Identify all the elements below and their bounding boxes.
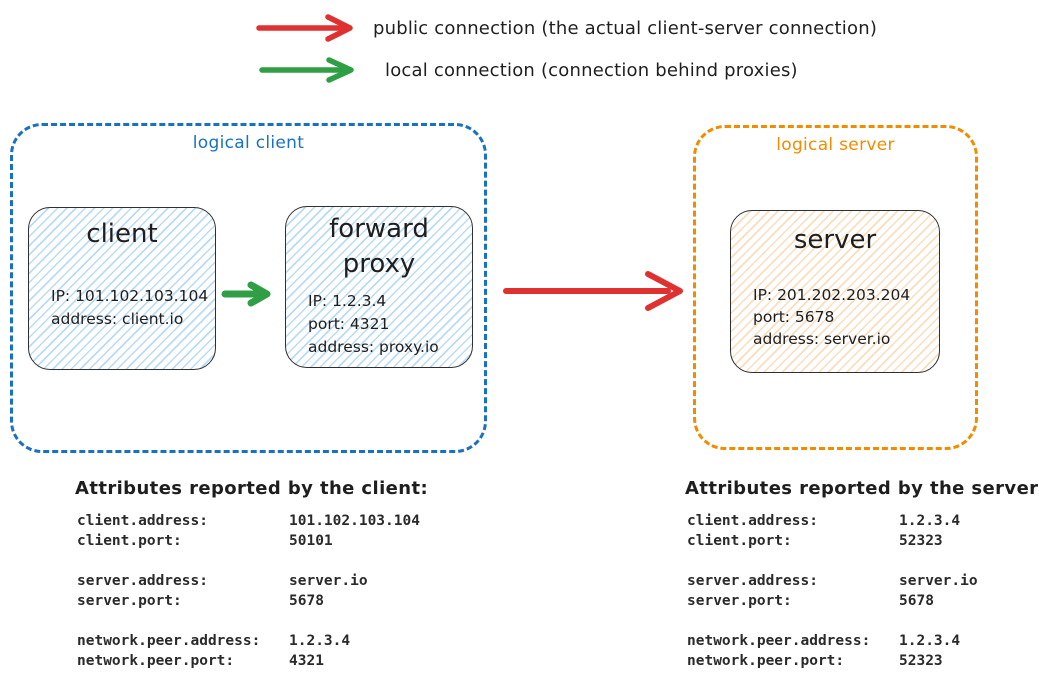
attr-value: 1.2.3.4 — [899, 513, 961, 529]
attr-row: client.port: 52323 — [687, 531, 1039, 551]
attr-row: network.peer.port: 52323 — [687, 651, 1039, 671]
attr-key: network.peer.address: — [687, 633, 871, 649]
attr-value: 4321 — [289, 653, 324, 669]
legend-local-label: local connection (connection behind prox… — [385, 60, 798, 81]
attr-row: network.peer.address: 1.2.3.4 — [687, 631, 1039, 651]
attr-row: server.address: server.io — [687, 571, 1039, 591]
attr-key: network.peer.port: — [77, 653, 235, 669]
attr-row: client.address: 101.102.103.104 — [77, 511, 515, 531]
attr-key: client.address: — [687, 513, 818, 529]
logical-server-group: logical server server IP: 201.202.203.20… — [693, 125, 978, 450]
attr-row: server.address: server.io — [77, 571, 515, 591]
attr-row: client.address: 1.2.3.4 — [687, 511, 1039, 531]
server-attr-group-server: server.address: server.io server.port: 567… — [687, 571, 1039, 611]
forward-proxy-node-details: IP: 1.2.3.4 port: 4321 address: proxy.io — [308, 290, 466, 359]
server-port-line: port: 5678 — [753, 308, 835, 326]
client-attr-group-server: server.address: server.io server.port: 567… — [77, 571, 515, 611]
server-node-details: IP: 201.202.203.204 port: 5678 address: … — [753, 284, 933, 350]
attr-row: client.port: 50101 — [77, 531, 515, 551]
client-attributes-section: Attributes reported by the client: clien… — [75, 478, 515, 686]
legend-public-label: public connection (the actual client-ser… — [373, 18, 878, 39]
attr-value: 52323 — [899, 533, 943, 549]
proxy-ip-line: IP: 1.2.3.4 — [308, 292, 387, 310]
server-address-line: address: server.io — [753, 330, 891, 348]
server-attr-group-network-peer: network.peer.address: 1.2.3.4 network.pee… — [687, 631, 1039, 671]
attr-value: 5678 — [899, 593, 934, 609]
attr-key: network.peer.port: — [687, 653, 845, 669]
attr-value: 1.2.3.4 — [899, 633, 961, 649]
logical-client-label: logical client — [192, 133, 305, 153]
attr-row: network.peer.address: 1.2.3.4 — [77, 631, 515, 651]
attr-key: server.port: — [687, 593, 792, 609]
server-attributes-section: Attributes reported by the server: clien… — [685, 478, 1039, 686]
attr-value: 1.2.3.4 — [289, 633, 351, 649]
server-ip-line: IP: 201.202.203.204 — [753, 286, 911, 304]
attr-key: client.address: — [77, 513, 208, 529]
server-attr-group-client: client.address: 1.2.3.4 client.port: 52323 — [687, 511, 1039, 551]
attr-value: 50101 — [289, 533, 333, 549]
attr-key: client.port: — [687, 533, 792, 549]
server-attributes-heading: Attributes reported by the server: — [685, 478, 1039, 499]
attr-row: server.port: 5678 — [687, 591, 1039, 611]
client-node: client IP: 101.102.103.104 address: clie… — [28, 207, 216, 370]
attr-value: 52323 — [899, 653, 943, 669]
attr-key: server.address: — [687, 573, 818, 589]
client-attr-group-client: client.address: 101.102.103.104 client.po… — [77, 511, 515, 551]
server-node-title: server — [793, 225, 877, 255]
client-node-details: IP: 101.102.103.104 address: client.io — [51, 285, 209, 331]
attr-value: 5678 — [289, 593, 324, 609]
local-connection-arrow-icon — [259, 57, 354, 83]
attr-row: network.peer.port: 4321 — [77, 651, 515, 671]
public-connection-main-arrow-icon — [503, 271, 683, 311]
attr-key: client.port: — [77, 533, 182, 549]
public-connection-arrow-icon — [256, 14, 353, 42]
attr-value: server.io — [289, 573, 368, 589]
attr-key: server.port: — [77, 593, 182, 609]
forward-proxy-node: forward proxy IP: 1.2.3.4 port: 4321 add… — [285, 206, 473, 368]
forward-proxy-node-title: forward proxy — [329, 214, 429, 279]
local-connection-mid-arrow-icon — [221, 281, 271, 307]
client-ip-line: IP: 101.102.103.104 — [51, 287, 209, 305]
attr-value: server.io — [899, 573, 978, 589]
proxy-address-line: address: proxy.io — [308, 338, 439, 356]
attr-row: server.port: 5678 — [77, 591, 515, 611]
proxy-port-line: port: 4321 — [308, 315, 390, 333]
logical-server-label: logical server — [776, 135, 895, 155]
logical-client-group: logical client client IP: 101.102.103.10… — [10, 123, 487, 453]
attr-key: server.address: — [77, 573, 208, 589]
client-node-title: client — [86, 219, 158, 249]
client-attributes-heading: Attributes reported by the client: — [75, 478, 429, 499]
server-node: server IP: 201.202.203.204 port: 5678 ad… — [730, 210, 940, 373]
attr-key: network.peer.address: — [77, 633, 261, 649]
attr-value: 101.102.103.104 — [289, 513, 420, 529]
client-attr-group-network-peer: network.peer.address: 1.2.3.4 network.pee… — [77, 631, 515, 671]
client-address-line: address: client.io — [51, 310, 184, 328]
